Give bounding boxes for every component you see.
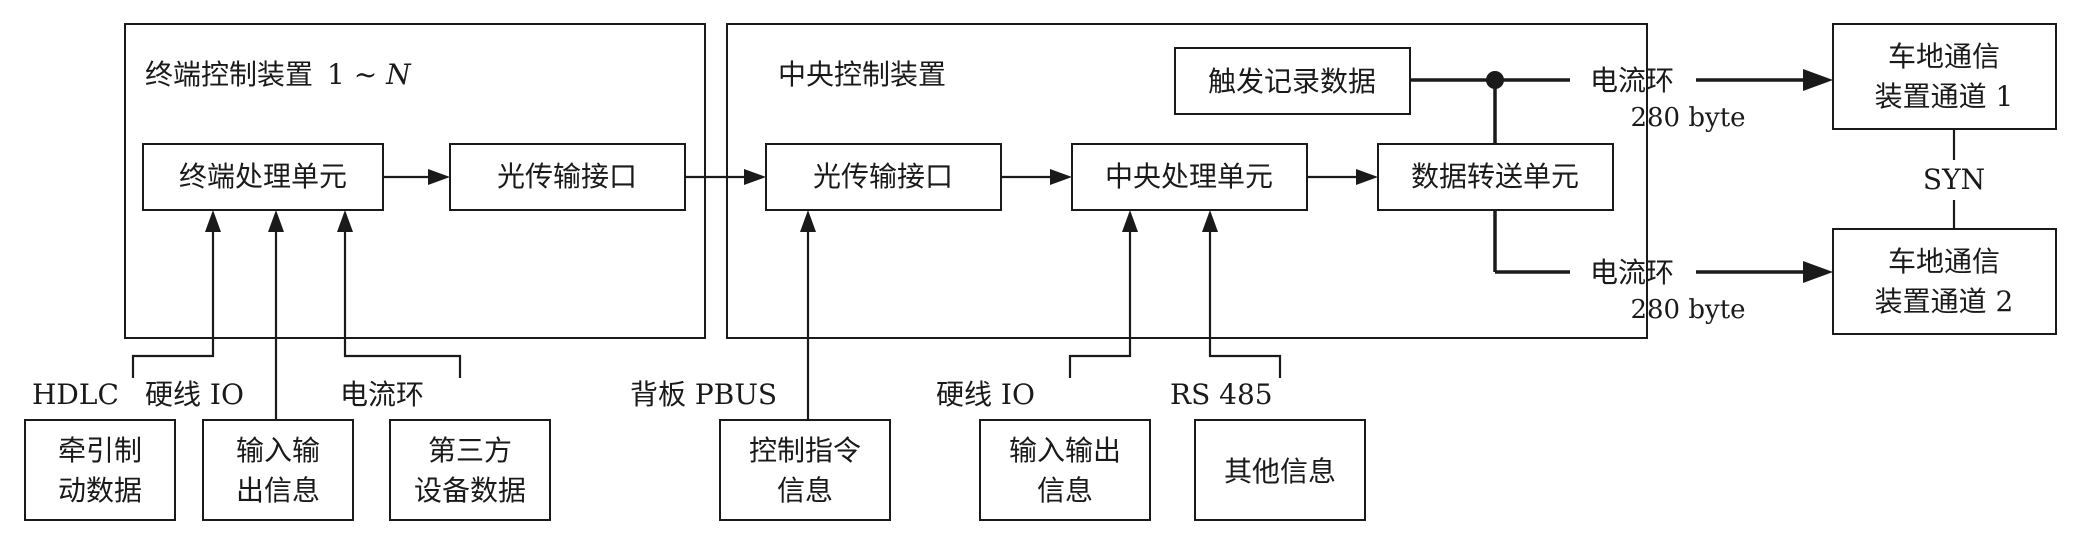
- channel-1-line-2: 装置通道 1: [1875, 80, 2014, 113]
- terminal-current-loop-label: 电流环: [340, 378, 424, 411]
- arrowhead-icon: [800, 210, 816, 232]
- terminal-processing-label: 终端处理单元: [179, 160, 347, 193]
- hdlc-input-line: [131, 230, 215, 378]
- junction-dot-icon: [1486, 71, 1504, 89]
- data-transfer-label: 数据转送单元: [1411, 160, 1579, 193]
- traction-data-line-2: 动数据: [58, 474, 142, 507]
- central-io-info-line-2: 信息: [1037, 474, 1093, 507]
- trigger-record-box: [1174, 47, 1411, 115]
- terminal-io-info-box: [202, 419, 354, 521]
- current-loop-1-label: 电流环: [1590, 64, 1674, 97]
- terminal-device-frame: [124, 23, 706, 339]
- trigger-record-label: 触发记录数据: [1208, 65, 1376, 98]
- channel-2-box: [1832, 228, 2057, 335]
- current-loop-2-label: 电流环: [1590, 256, 1674, 289]
- traction-data-box: [24, 419, 176, 521]
- central-device-title: 中央控制装置: [778, 58, 946, 91]
- current-loop-input-line: [343, 230, 462, 378]
- central-hardwire-io-label: 硬线 IO: [936, 378, 1035, 411]
- terminal-io-info-line-2: 出信息: [236, 474, 320, 507]
- bytes-2-label: 280 byte: [1630, 295, 1745, 325]
- channel-1-box: [1832, 23, 2057, 130]
- control-cmd-line-1: 控制指令: [749, 434, 861, 467]
- other-info-box: [1194, 419, 1366, 521]
- third-party-data-line-2: 设备数据: [414, 474, 526, 507]
- third-party-data-line-1: 第三方: [428, 434, 512, 467]
- central-io-input-line: [1068, 230, 1132, 378]
- central-processing-label: 中央处理单元: [1105, 160, 1273, 193]
- central-io-info-box: [979, 419, 1151, 521]
- bytes-1-label: 280 byte: [1630, 103, 1745, 133]
- optical-interface-1-label: 光传输接口: [497, 160, 637, 193]
- control-cmd-box: [719, 419, 891, 521]
- arrowhead-icon: [337, 210, 353, 232]
- central-io-info-line-1: 输入输出: [1009, 434, 1121, 467]
- optical-interface-2-box: [765, 143, 1002, 211]
- channel-2-line-1: 车地通信: [1888, 245, 2000, 278]
- sync-label: SYN: [1923, 163, 1985, 196]
- arrowhead-icon: [1122, 210, 1138, 232]
- arrowhead-icon: [1803, 69, 1833, 91]
- control-cmd-line-2: 信息: [777, 474, 833, 507]
- arrowhead-icon: [1050, 169, 1072, 185]
- terminal-hardwire-io-label: 硬线 IO: [145, 378, 244, 411]
- arrowhead-icon: [1202, 210, 1218, 232]
- channel-1-line-1: 车地通信: [1888, 40, 2000, 73]
- traction-data-line-1: 牵引制: [58, 434, 142, 467]
- terminal-io-info-line-1: 输入输: [236, 434, 320, 467]
- arrowhead-icon: [1356, 169, 1378, 185]
- arrowhead-icon: [1803, 261, 1833, 283]
- third-party-data-box: [389, 419, 551, 521]
- arrowhead-icon: [428, 169, 450, 185]
- arrowhead-icon: [744, 169, 766, 185]
- channel-2-line-2: 装置通道 2: [1875, 285, 2014, 318]
- central-processing-box: [1071, 143, 1308, 211]
- optical-interface-2-label: 光传输接口: [813, 160, 953, 193]
- rs485-input-line: [1208, 230, 1282, 378]
- central-device-frame: [726, 23, 1648, 339]
- arrowhead-icon: [205, 210, 221, 232]
- rs485-label: RS 485: [1170, 378, 1273, 411]
- other-info-label: 其他信息: [1224, 455, 1336, 488]
- terminal-processing-box: [142, 143, 384, 211]
- hdlc-label: HDLC: [32, 378, 119, 411]
- arrowhead-icon: [268, 210, 284, 232]
- backplane-label: 背板 PBUS: [630, 378, 777, 411]
